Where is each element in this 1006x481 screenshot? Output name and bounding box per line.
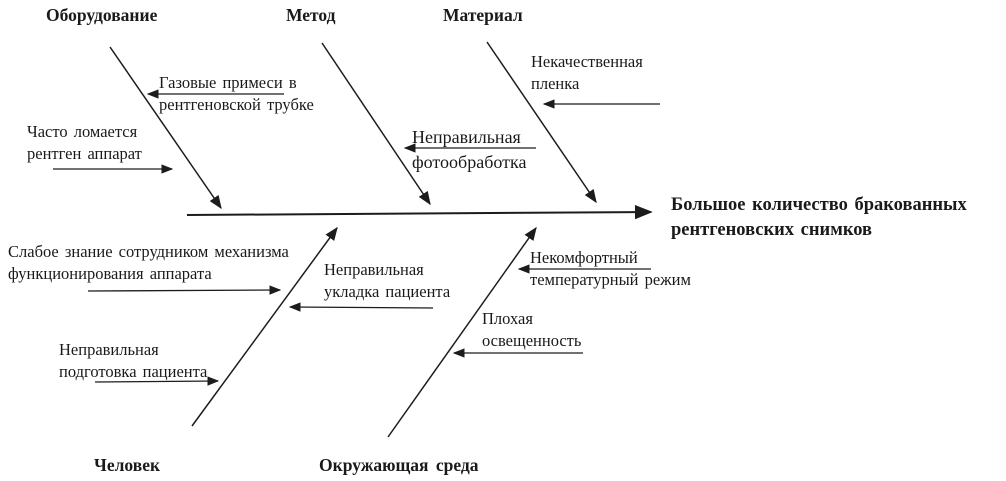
category-equipment-label: Оборудование [46, 5, 158, 25]
cause-wrong-preparation: Неправильная подготовка пациента [59, 339, 207, 383]
cause-bad-film-line1: Некачественная [531, 52, 643, 71]
material-bone-line [486, 41, 597, 204]
cause-weak-knowledge: Слабое знание сотрудником механизма функ… [8, 241, 289, 285]
category-person-label: Человек [94, 455, 161, 475]
cause-uncomfortable-temperature-line1: Некомфортный [530, 248, 638, 267]
cause-wrong-positioning: Неправильная укладка пациента [324, 259, 450, 303]
cause-uncomfortable-temperature-line2: температурный режим [530, 270, 691, 289]
positioning-cause-arrow [288, 302, 434, 312]
cause-gas-impurities: Газовые примеси в рентгеновской трубке [159, 72, 314, 116]
effect-label-line1: Большое количество бракованных [671, 195, 967, 215]
cause-uncomfortable-temperature: Некомфортный температурный режим [530, 247, 691, 291]
cause-weak-knowledge-line1: Слабое знание сотрудником механизма [8, 242, 289, 261]
spine-line [186, 204, 653, 220]
cause-poor-lighting: Плохая освещенность [482, 308, 581, 352]
environment-bone-line [387, 226, 537, 438]
cause-photo-processing: Неправильная фотообработка [412, 125, 526, 175]
preparation-cause-arrow [94, 376, 220, 386]
category-environment-label: Окружающая среда [319, 455, 479, 475]
cause-apparatus-breaks-line2: рентген аппарат [27, 144, 142, 163]
cause-apparatus-breaks: Часто ломается рентген аппарат [27, 121, 142, 165]
cause-wrong-positioning-line2: укладка пациента [324, 282, 451, 301]
cause-apparatus-breaks-line1: Часто ломается [27, 122, 138, 141]
category-material-label: Материал [443, 5, 523, 25]
person-bone-line [191, 226, 338, 427]
cause-photo-processing-line2: фотообработка [412, 152, 527, 172]
equipment-bone-line [109, 46, 222, 210]
knowledge-cause-arrow [87, 285, 282, 295]
effect-label: Большое количество бракованных рентгенов… [671, 193, 967, 243]
cause-weak-knowledge-line2: функционирования аппарата [8, 264, 212, 283]
cause-wrong-preparation-line1: Неправильная [59, 340, 159, 359]
cause-bad-film: Некачественная пленка [531, 51, 643, 95]
cause-poor-lighting-line1: Плохая [482, 309, 533, 328]
cause-poor-lighting-line2: освещенность [482, 331, 582, 350]
cause-bad-film-line2: пленка [531, 74, 580, 93]
cause-wrong-preparation-line2: подготовка пациента [59, 362, 208, 381]
cause-gas-impurities-line1: Газовые примеси в [159, 73, 297, 92]
cause-photo-processing-line1: Неправильная [412, 127, 521, 147]
method-bone-line [321, 42, 431, 206]
cause-gas-impurities-line2: рентгеновской трубке [159, 95, 314, 114]
category-method-label: Метод [286, 5, 336, 25]
effect-label-line2: рентгеновских снимков [671, 220, 873, 240]
cause-wrong-positioning-line1: Неправильная [324, 260, 424, 279]
